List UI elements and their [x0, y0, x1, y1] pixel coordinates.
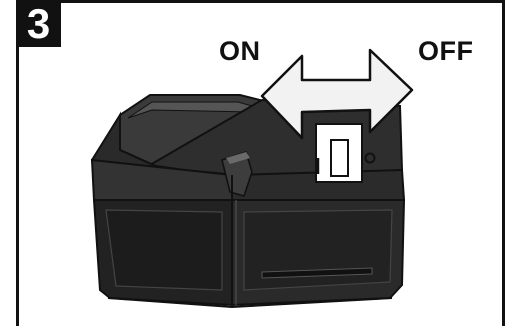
battery-illustration: [0, 0, 505, 326]
instruction-panel: 3 ON OFF: [0, 0, 505, 326]
